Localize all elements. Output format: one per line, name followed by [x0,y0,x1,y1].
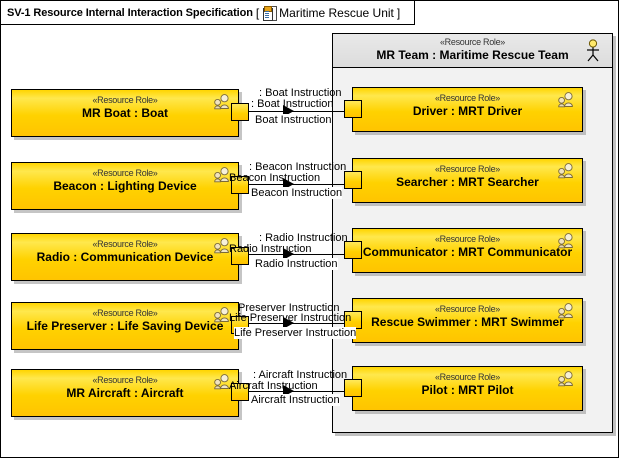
role-box-communicator[interactable]: «Resource Role» Communicator : MRT Commu… [352,228,583,273]
connector-line-radio[interactable] [249,254,344,255]
resource-role-icon [558,371,573,387]
specification-icon [263,5,278,21]
role-box-searcher[interactable]: «Resource Role» Searcher : MRT Searcher [352,158,583,203]
connector-line-label-beacon: Beacon Instruction [229,172,321,184]
container-header: «Resource Role» MR Team : Maritime Rescu… [333,34,612,68]
role-stereotype: «Resource Role» [92,375,158,385]
port-beacon[interactable] [231,176,249,194]
connector-arrow-aircraft [283,385,294,397]
port-radio[interactable] [231,247,249,265]
connector-flow-label-radio: Radio Instruction [255,258,338,270]
role-stereotype: «Resource Role» [92,308,158,318]
actor-stick-figure-icon [587,39,599,62]
resource-role-icon [558,303,573,319]
container-stereotype: «Resource Role» [439,37,506,47]
connector-port-label-aircraft: : Aircraft Instruction [253,369,348,381]
connector-line-aircraft[interactable] [249,391,344,392]
bracket-open: [ [255,5,260,20]
resource-role-icon [214,94,229,110]
connector-line-label-aircraft: Aircraft Instruction [229,380,318,392]
diagram-context-label: Maritime Rescue Unit [279,5,394,20]
connector-flow-label-aircraft: Aircraft Instruction [251,394,340,406]
connector-port-label-beacon: : Beacon Instruction [249,161,347,173]
connector-flow-label-beacon: Beacon Instruction [251,187,343,199]
connector-port-label-radio: : Radio Instruction [259,232,348,244]
connector-arrow-boat [283,105,294,117]
bracket-close: ] [396,5,401,20]
connector-port-label-life-preserver: Preserver Instruction [238,302,340,314]
role-name: Radio : Communication Device [36,250,214,264]
role-name: MR Aircraft : Aircraft [66,386,184,400]
role-box-beacon[interactable]: «Resource Role» Beacon : Lighting Device [11,162,239,210]
connector-line-beacon[interactable] [249,184,344,185]
role-stereotype: «Resource Role» [92,95,158,105]
resource-role-icon [558,233,573,249]
role-box-driver[interactable]: «Resource Role» Driver : MRT Driver [352,87,583,132]
port-mr-boat[interactable] [231,103,249,121]
resource-role-icon [214,167,229,183]
resource-role-icon [214,307,229,323]
resource-role-icon [558,163,573,179]
role-stereotype: «Resource Role» [92,239,158,249]
connector-line-label-life-preserver: Life Preserver Instruction [229,312,352,324]
connector-line-label-boat: : Boat Instruction [251,98,334,110]
role-stereotype: «Resource Role» [92,168,158,178]
role-name: Rescue Swimmer : MRT Swimmer [371,315,564,329]
connector-line-life-preserver[interactable] [249,323,344,324]
role-stereotype: «Resource Role» [434,372,501,382]
resource-role-icon [558,92,573,108]
page-title: SV-1 Resource Internal Interaction Speci… [7,6,253,19]
role-box-radio[interactable]: «Resource Role» Radio : Communication De… [11,233,239,281]
port-mr-aircraft[interactable] [231,383,249,401]
connector-flow-label-boat: Boat Instruction [255,114,332,126]
port-driver[interactable] [344,100,362,118]
resource-role-icon [214,374,229,390]
connector-line-label-radio: Radio Instruction [229,243,312,255]
connector-arrow-life-preserver [283,317,294,329]
role-name: MR Boat : Boat [82,106,168,120]
connector-port-label-boat: : Boat Instruction [259,87,342,99]
role-name: Beacon : Lighting Device [53,179,197,193]
role-name: Communicator : MRT Communicator [362,245,573,259]
role-stereotype: «Resource Role» [434,234,501,244]
role-box-mr-aircraft[interactable]: «Resource Role» MR Aircraft : Aircraft [11,369,239,417]
role-stereotype: «Resource Role» [434,93,501,103]
connector-flow-label-life-preserver: Life Preserver Instruction [234,327,357,339]
diagram-title-tab[interactable]: SV-1 Resource Internal Interaction Speci… [1,1,415,25]
role-box-life-preserver[interactable]: «Resource Role» Life Preserver : Life Sa… [11,302,239,350]
role-stereotype: «Resource Role» [434,164,501,174]
role-stereotype: «Resource Role» [434,304,501,314]
port-pilot[interactable] [344,379,362,397]
role-box-pilot[interactable]: «Resource Role» Pilot : MRT Pilot [352,366,583,411]
role-name: Pilot : MRT Pilot [421,383,514,397]
role-box-rescue-swimmer[interactable]: «Resource Role» Rescue Swimmer : MRT Swi… [352,298,583,343]
role-name: Searcher : MRT Searcher [396,175,539,189]
connector-arrow-radio [283,248,294,260]
port-searcher[interactable] [344,171,362,189]
role-name: Driver : MRT Driver [412,104,523,118]
port-communicator[interactable] [344,241,362,259]
connector-line-boat[interactable] [249,111,344,112]
connector-arrow-beacon [283,178,294,190]
role-box-mr-boat[interactable]: «Resource Role» MR Boat : Boat [11,89,239,137]
container-name: MR Team : Maritime Rescue Team [376,48,569,62]
role-name: Life Preserver : Life Saving Device [26,319,224,333]
resource-role-icon [214,238,229,254]
